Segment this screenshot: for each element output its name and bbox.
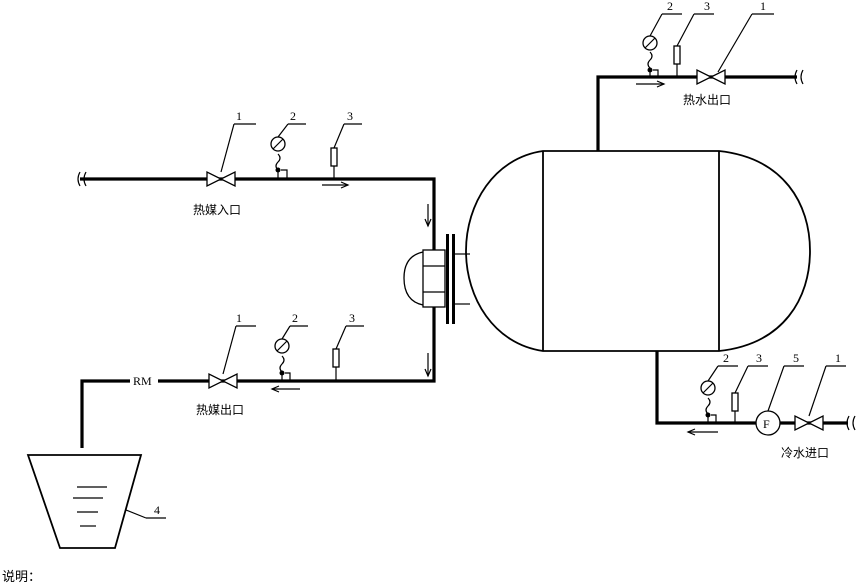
outlet-pressure-gauge (274, 338, 291, 381)
leader-gauge-2-outlet: 2 (281, 311, 308, 340)
item-number-thermometer: 3 (347, 109, 353, 123)
leader-thermo-3-cold: 3 (734, 351, 768, 394)
rm-label: RM (133, 374, 152, 388)
item-number-gauge: 2 (292, 311, 298, 325)
item-number-tank: 4 (154, 503, 160, 517)
flowmeter: F (755, 410, 781, 436)
flowmeter-letter: F (763, 417, 770, 431)
leader-valve-1-inlet: 1 (220, 109, 256, 173)
leader-valve-1-hot: 1 (717, 0, 774, 73)
item-number-thermometer: 3 (704, 0, 710, 13)
inlet-pressure-gauge (270, 136, 288, 179)
water-heater-vessel (465, 150, 811, 352)
pipe-break-mark (846, 415, 856, 431)
hot-water-flow-arrow (636, 80, 666, 88)
outlet-flow-arrow (270, 353, 432, 393)
leader-gauge-2-hot: 2 (649, 0, 682, 37)
leader-valve-1-cold: 1 (808, 351, 846, 417)
item-number-valve: 1 (236, 311, 242, 325)
flange-plate (446, 234, 449, 324)
heat-medium-outlet-line: RM 1 2 (80, 306, 436, 448)
hot-water-outlet-line: 2 3 1 热水出口 (596, 0, 804, 151)
item-number-gauge: 2 (290, 109, 296, 123)
leader-gauge-2-inlet: 2 (277, 109, 306, 138)
heat-medium-inlet-line: 1 2 3 热媒入口 (77, 109, 436, 250)
drain-tank: 4 (26, 454, 166, 549)
hot-water-pressure-gauge (642, 35, 659, 77)
inlet-gate-valve (206, 170, 236, 188)
leader-thermo-3-inlet: 3 (333, 109, 362, 149)
pipe-break-mark (77, 171, 87, 187)
cold-water-pressure-gauge (700, 380, 717, 423)
item-number-gauge: 2 (723, 351, 729, 365)
item-number-thermometer: 3 (349, 311, 355, 325)
heat-medium-inlet-label: 热媒入口 (193, 203, 241, 217)
item-number-thermometer: 3 (756, 351, 762, 365)
inlet-thermometer (330, 147, 338, 179)
heat-medium-outlet-label: 热媒出口 (196, 403, 244, 417)
outlet-thermometer (332, 348, 340, 381)
item-number-flowmeter: 5 (793, 351, 799, 365)
flange-plate (452, 234, 455, 324)
coil-flange-assembly (403, 234, 470, 324)
inlet-flow-arrow (322, 181, 432, 228)
hot-water-thermometer (673, 45, 681, 77)
cold-water-flow-arrow (686, 428, 718, 436)
cold-water-gate-valve (794, 414, 824, 432)
leader-thermo-3-outlet: 3 (335, 311, 364, 350)
pipe-break-mark (794, 69, 804, 85)
item-number-gauge: 2 (667, 0, 673, 13)
leader-gauge-2-cold: 2 (707, 351, 738, 382)
hot-water-gate-valve (696, 68, 726, 86)
cold-water-thermometer (731, 392, 739, 423)
leader-valve-1-outlet: 1 (222, 311, 256, 375)
cold-water-inlet-label: 冷水进口 (781, 446, 829, 460)
item-number-valve: 1 (760, 0, 766, 13)
leader-thermo-3-hot: 3 (676, 0, 714, 47)
leader-flowmeter-5: 5 (767, 351, 804, 412)
item-number-valve: 1 (236, 109, 242, 123)
item-number-valve: 1 (835, 351, 841, 365)
note-label: 说明： (2, 570, 41, 585)
outlet-gate-valve (208, 372, 238, 390)
cold-water-inlet-line: F 2 3 5 1 冷水进口 (655, 351, 856, 460)
hot-water-outlet-label: 热水出口 (683, 93, 731, 107)
